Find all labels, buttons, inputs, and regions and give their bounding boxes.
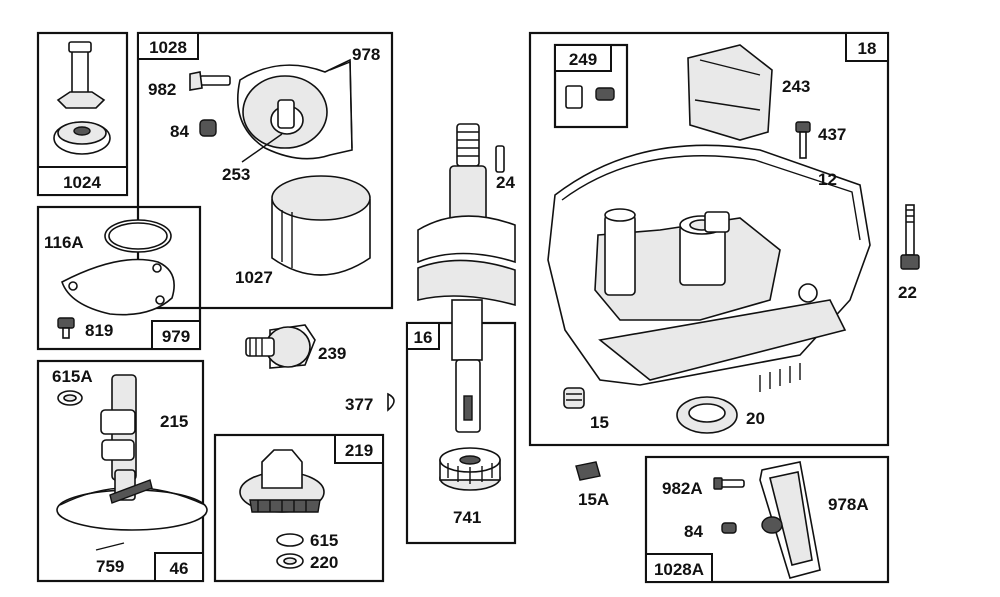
screw-819-part bbox=[57, 317, 75, 339]
box-249: 249 bbox=[553, 43, 629, 129]
gear-741-part bbox=[439, 447, 501, 491]
label-1027: 1027 bbox=[235, 268, 273, 287]
label-759: 759 bbox=[96, 557, 124, 576]
oil-filter-adapter-part bbox=[237, 58, 353, 160]
box-tag-979: 979 bbox=[162, 327, 190, 346]
label-20: 20 bbox=[746, 409, 765, 428]
washer-615-part bbox=[276, 533, 304, 547]
box-1028: 1028 bbox=[136, 31, 394, 310]
label-84b: 84 bbox=[684, 522, 703, 541]
label-741: 741 bbox=[453, 508, 481, 527]
clip-249-part bbox=[565, 85, 583, 109]
box-tag-46: 46 bbox=[170, 559, 189, 578]
crankshaft-part bbox=[417, 123, 516, 433]
label-978a: 978A bbox=[828, 495, 869, 514]
label-978: 978 bbox=[352, 45, 380, 64]
gasket-979-part bbox=[61, 258, 175, 316]
box-tag-219: 219 bbox=[345, 441, 373, 460]
box-18: 18 249 bbox=[528, 31, 890, 447]
bolt-437-part bbox=[795, 121, 811, 159]
oil-filter-1027-part bbox=[271, 175, 371, 276]
part-labels: 978 982 84 253 1027 116A 819 615A 215 75… bbox=[44, 45, 917, 576]
cover-243-part bbox=[687, 44, 773, 141]
label-220: 220 bbox=[310, 553, 338, 572]
plug-15-part bbox=[563, 387, 585, 409]
box-tag-18: 18 bbox=[858, 39, 877, 58]
box-tag-16: 16 bbox=[414, 328, 433, 347]
crankcase-sump-part bbox=[547, 144, 871, 392]
box-16: 16 bbox=[405, 321, 517, 545]
box-tag-1028: 1028 bbox=[149, 38, 187, 57]
spring-249-part bbox=[595, 87, 615, 101]
box-219: 219 bbox=[213, 433, 385, 583]
label-253: 253 bbox=[222, 165, 250, 184]
box-tag-1024: 1024 bbox=[63, 173, 101, 192]
box-tag-249: 249 bbox=[569, 50, 597, 69]
label-377: 377 bbox=[345, 395, 373, 414]
label-84: 84 bbox=[170, 122, 189, 141]
pin-24-part bbox=[495, 145, 505, 173]
plug-15a-part bbox=[575, 461, 601, 481]
governor-gear-part bbox=[239, 449, 325, 513]
box-46: 46 bbox=[36, 359, 208, 583]
label-615: 615 bbox=[310, 531, 338, 550]
label-243: 243 bbox=[782, 77, 810, 96]
box-1028a: 1028A bbox=[644, 455, 890, 584]
screw-982-part bbox=[189, 71, 231, 91]
box-tag-1028a: 1028A bbox=[654, 560, 704, 579]
washer-615a-part bbox=[57, 390, 83, 406]
adapter-978a-part bbox=[759, 461, 821, 579]
crank-gear-part bbox=[53, 41, 111, 155]
key-377-part bbox=[387, 392, 395, 412]
seal-20-part bbox=[676, 396, 738, 434]
sensor-239-part bbox=[245, 324, 316, 369]
label-437: 437 bbox=[818, 125, 846, 144]
label-819: 819 bbox=[85, 321, 113, 340]
camshaft-part bbox=[56, 374, 208, 531]
label-239: 239 bbox=[318, 344, 346, 363]
label-982a: 982A bbox=[662, 479, 703, 498]
oring-116a-part bbox=[104, 219, 172, 253]
label-116a: 116A bbox=[44, 233, 84, 252]
plug-84b-part bbox=[721, 522, 737, 534]
label-15: 15 bbox=[590, 413, 609, 432]
box-979: 979 bbox=[36, 205, 202, 351]
label-22: 22 bbox=[898, 283, 917, 302]
bolt-22-part bbox=[900, 204, 920, 270]
box-1024: 1024 bbox=[36, 31, 129, 197]
label-615a: 615A bbox=[52, 367, 93, 386]
label-24: 24 bbox=[496, 173, 515, 192]
label-15a: 15A bbox=[578, 490, 609, 509]
screw-982a-part bbox=[713, 477, 745, 490]
label-215: 215 bbox=[160, 412, 188, 431]
pin-759-part bbox=[95, 542, 125, 551]
plug-84-part bbox=[199, 119, 217, 137]
label-12: 12 bbox=[818, 170, 837, 189]
label-982: 982 bbox=[148, 80, 176, 99]
